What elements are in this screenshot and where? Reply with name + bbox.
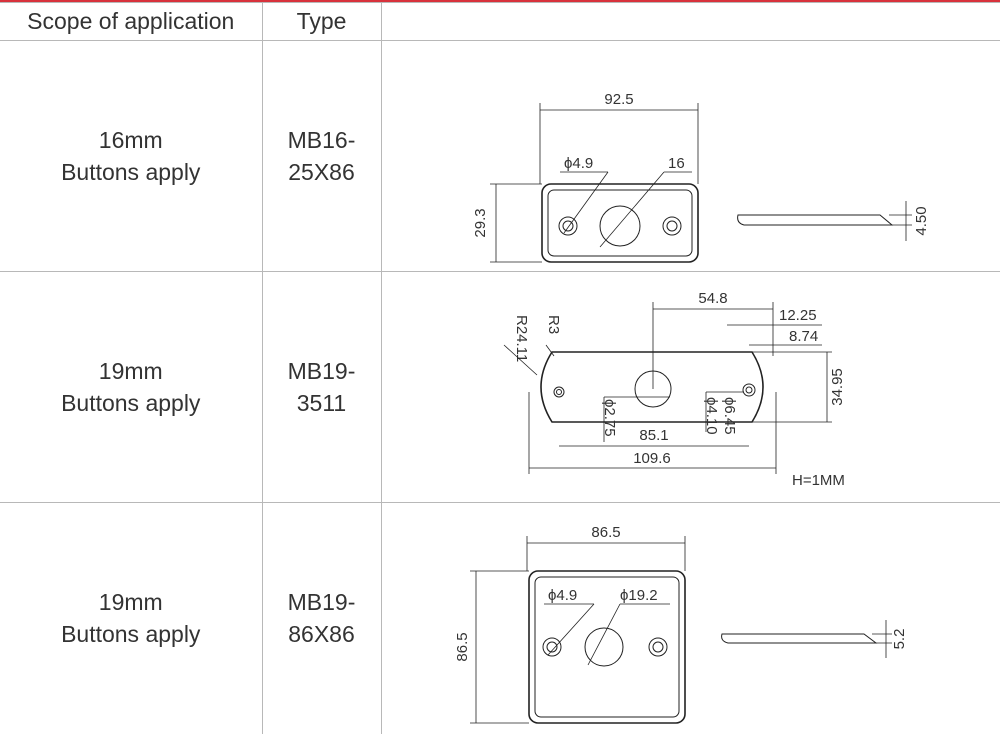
scope-desc: Buttons apply <box>61 159 201 185</box>
drawing-cell: 86.5 86.5 <box>380 502 1000 734</box>
table-row: 16mm Buttons apply MB16- 25X86 92.5 <box>0 40 1000 272</box>
drawing-cell: 54.8 12.25 8.74 R24.11 R3 <box>380 271 1000 503</box>
drawing-mb19-86x86: 86.5 86.5 <box>454 524 908 724</box>
dim-height: 29.3 <box>472 208 489 237</box>
type-code-2: 25X86 <box>288 159 355 185</box>
dim-edge-b: 8.74 <box>789 328 818 345</box>
scope-cell: 19mm Buttons apply <box>0 502 263 734</box>
dim-width: 92.5 <box>604 91 633 108</box>
dim-thickness: 4.50 <box>913 206 930 235</box>
header-type: Type <box>261 2 382 41</box>
dim-hole-left: ϕ2.75 <box>601 399 618 437</box>
scope-size: 19mm <box>98 358 163 384</box>
dim-height-2: 34.95 <box>829 368 846 406</box>
dim-hole-span: 85.1 <box>639 427 668 444</box>
type-cell: MB16- 25X86 <box>261 40 382 272</box>
dim-hole-large: 16 <box>668 155 685 172</box>
table-row: 19mm Buttons apply MB19- 3511 54.8 12.25… <box>0 271 1000 503</box>
scope-size: 16mm <box>98 127 163 153</box>
scope-size: 19mm <box>98 589 163 616</box>
dim-edge-a: 12.25 <box>779 307 817 324</box>
scope-cell: 16mm Buttons apply <box>0 40 263 272</box>
dim-hole-small-3: ϕ4.9 <box>548 587 577 604</box>
dim-radius-large: R24.11 <box>513 315 530 362</box>
scope-desc: Buttons apply <box>61 390 201 416</box>
dim-width-3: 86.5 <box>591 524 620 541</box>
drawing-mb16-25x86: 92.5 29.3 <box>472 91 930 263</box>
dim-hole-small: ϕ4.9 <box>564 155 593 172</box>
drawing-cell: 92.5 29.3 <box>380 40 1000 272</box>
thickness-note: H=1MM <box>792 472 845 489</box>
dim-hole-right-a: ϕ6.45 <box>721 397 738 435</box>
type-code-1: MB16- <box>287 127 356 153</box>
type-cell: MB19- 3511 <box>261 271 382 503</box>
dim-height-3: 86.5 <box>454 632 471 661</box>
dim-radius-small: R3 <box>545 315 562 334</box>
header-drawing <box>380 2 1000 41</box>
scope-cell: 19mm Buttons apply <box>0 271 263 503</box>
scope-desc: Buttons apply <box>61 621 201 648</box>
dim-center-dist: 54.8 <box>698 290 727 307</box>
table-header-row: Scope of application Type <box>0 2 1000 41</box>
top-accent-line <box>0 0 1000 2</box>
dim-hole-large-3: ϕ19.2 <box>620 587 658 604</box>
dim-overall: 109.6 <box>633 450 671 467</box>
dim-thickness-3: 5.2 <box>891 629 908 650</box>
header-scope: Scope of application <box>0 2 263 41</box>
dim-hole-right-b: ϕ4.10 <box>703 397 720 435</box>
type-code-2: 86X86 <box>288 621 355 648</box>
type-code-1: MB19- <box>287 358 356 384</box>
type-cell: MB19- 86X86 <box>261 502 382 734</box>
type-code-1: MB19- <box>287 589 356 616</box>
drawing-mb19-3511: 54.8 12.25 8.74 R24.11 R3 <box>503 290 846 489</box>
type-code-2: 3511 <box>296 390 347 416</box>
table-row: 19mm Buttons apply MB19- 86X86 86.5 <box>0 502 1000 734</box>
